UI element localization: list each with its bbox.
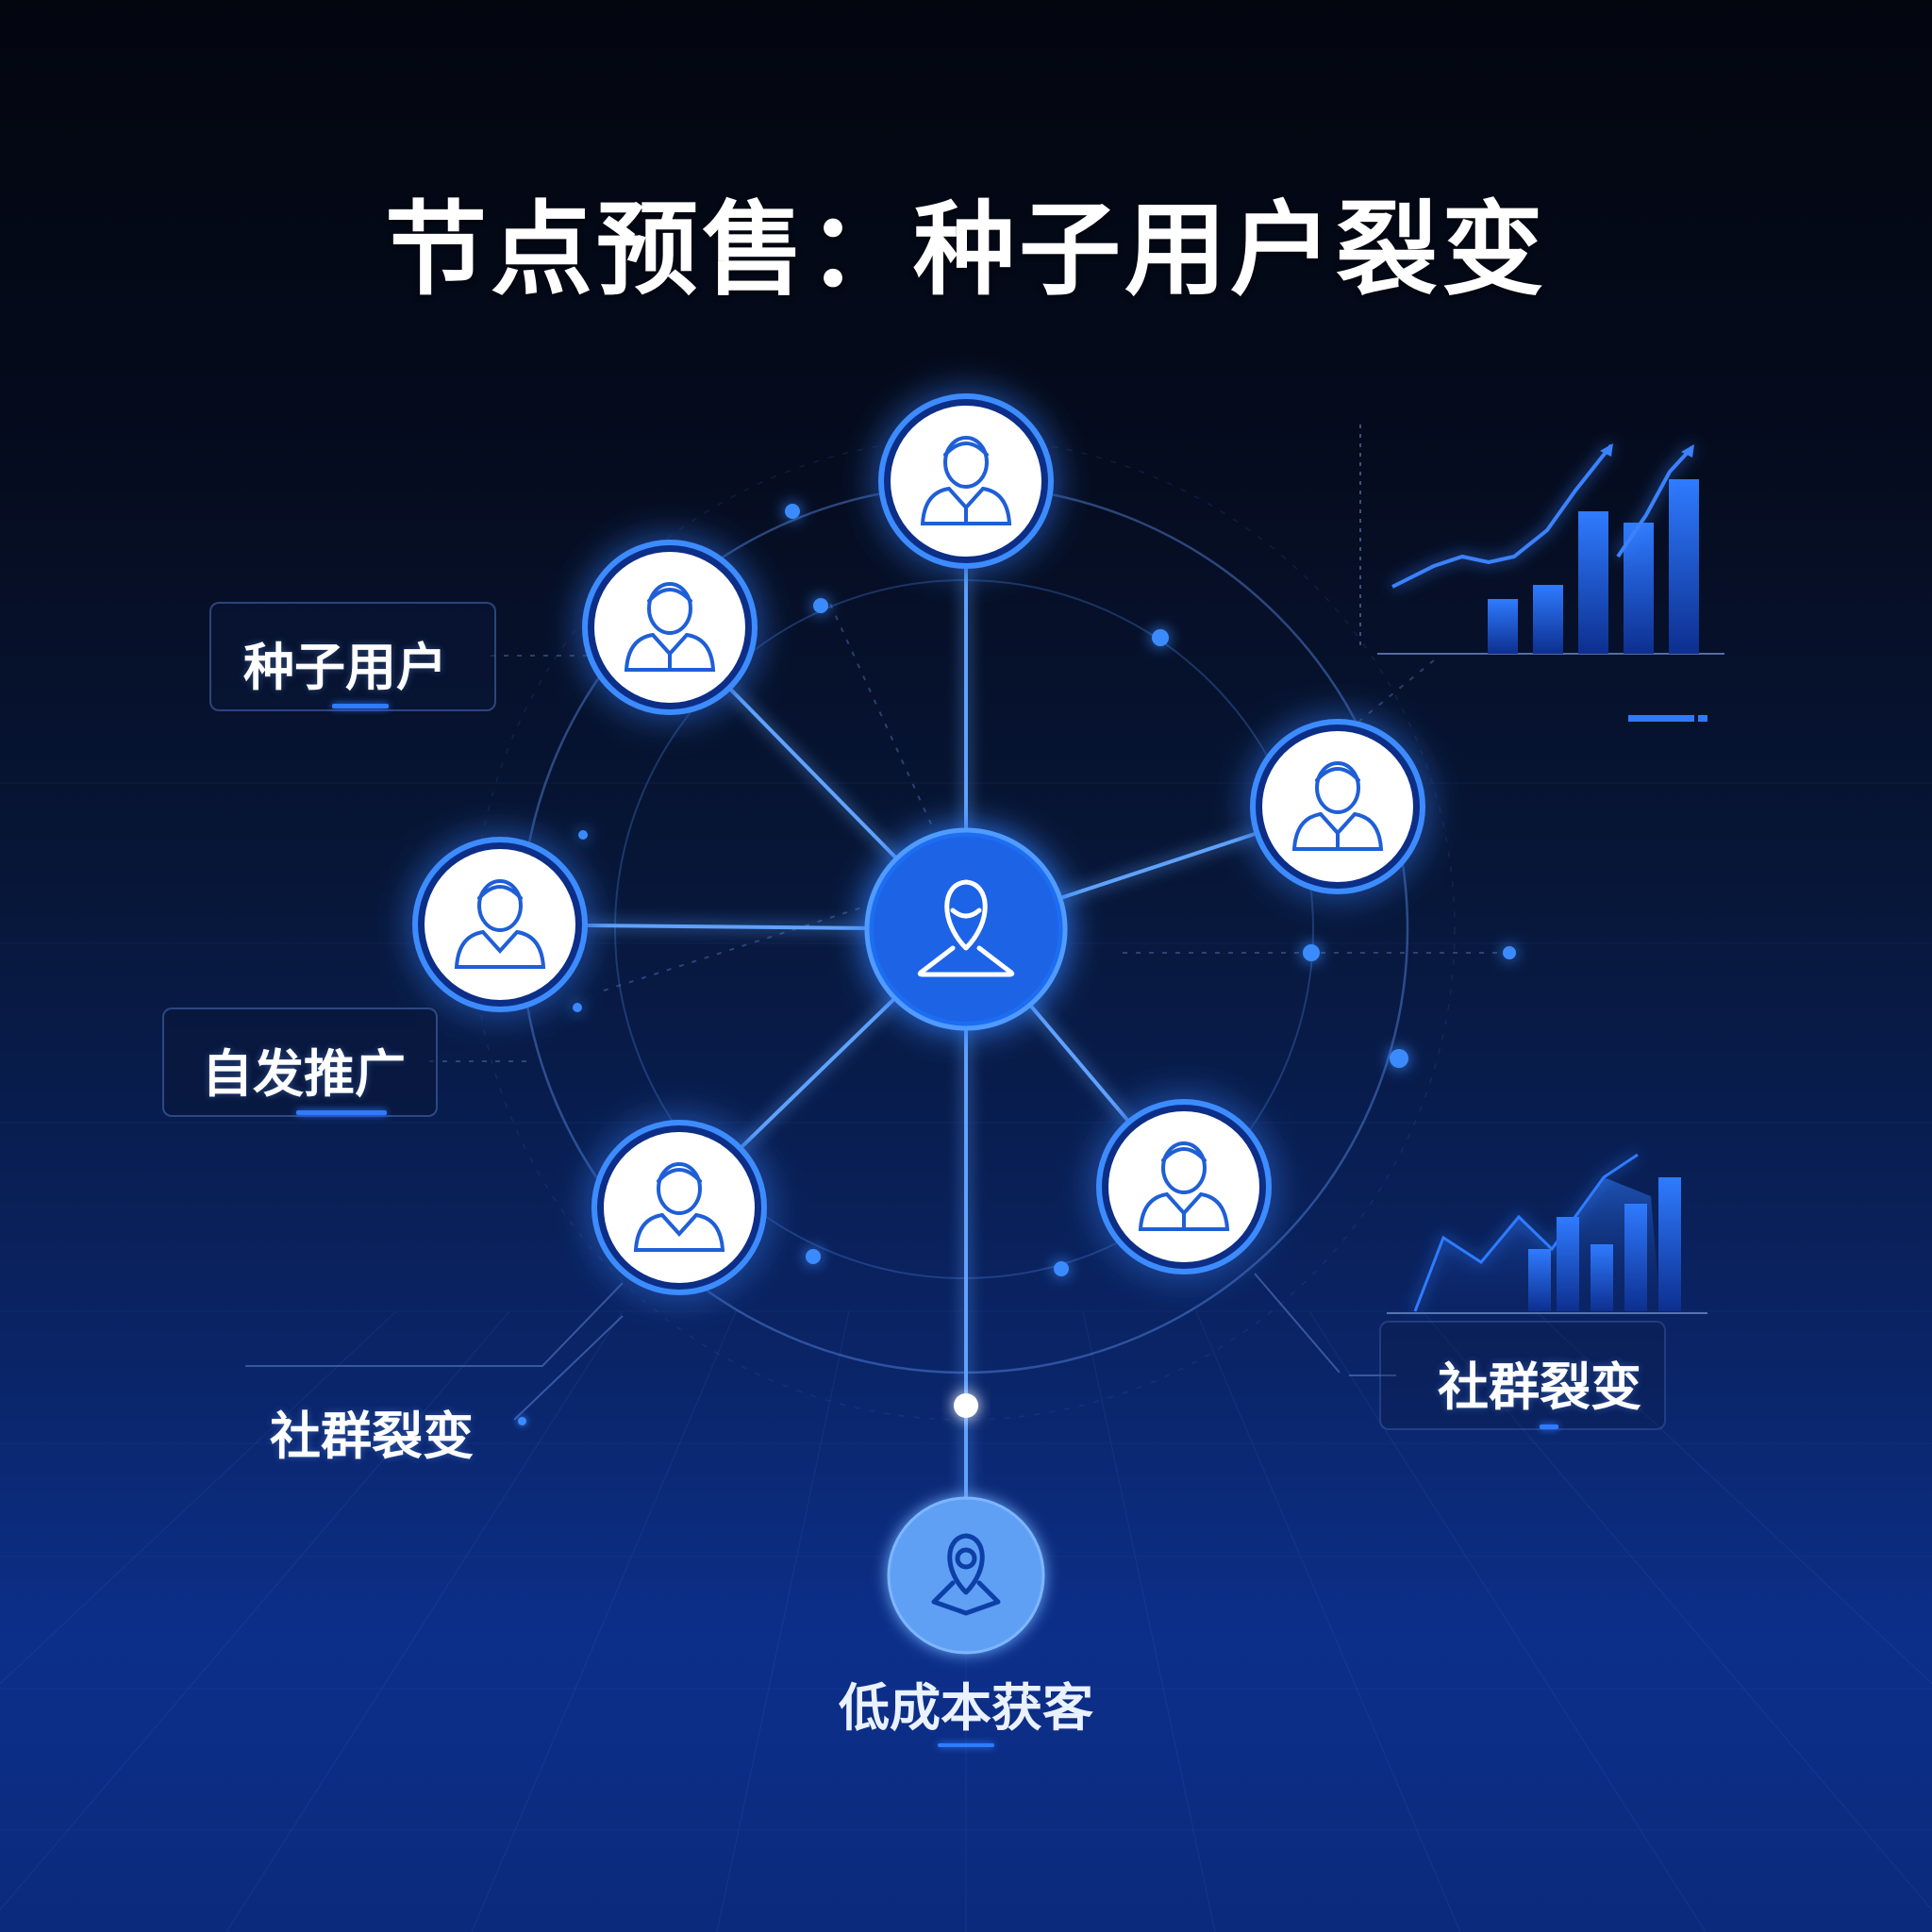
seed-users-underline xyxy=(332,704,389,708)
bar xyxy=(1669,479,1699,654)
community-fission-left-dot xyxy=(518,1417,526,1425)
bar xyxy=(1578,511,1608,654)
node-top xyxy=(878,393,1054,569)
junction-dot xyxy=(954,1393,978,1418)
node-left xyxy=(412,837,588,1012)
seed-users-label: 种子用户 xyxy=(243,638,447,697)
user-location-icon xyxy=(917,879,1015,977)
seed-users-label-box xyxy=(209,602,496,711)
leader-lines xyxy=(245,1273,1396,1421)
community-fission-right-underline xyxy=(1540,1424,1558,1429)
growth-chart-top xyxy=(1359,425,1724,722)
page-title: 节点预售：种子用户裂变 xyxy=(384,192,1547,309)
node-lower-right xyxy=(1096,1099,1272,1274)
node-lower-left xyxy=(591,1120,767,1295)
location-pin-icon xyxy=(931,1533,1001,1616)
bar xyxy=(1624,1204,1647,1311)
center-node xyxy=(864,827,1068,1031)
community-fission-right-label: 社群裂变 xyxy=(1438,1357,1641,1417)
bar xyxy=(1624,523,1654,654)
node-right xyxy=(1250,719,1425,894)
growth-chart-bottom xyxy=(1387,1153,1707,1314)
user-icon xyxy=(624,582,716,672)
node-upper-left xyxy=(582,540,758,715)
self-promotion-label: 自发推广 xyxy=(202,1044,406,1104)
orbit-dots xyxy=(573,504,1516,1276)
community-fission-right-label-box xyxy=(1379,1321,1666,1430)
low-cost-acquisition-label: 低成本获客 xyxy=(839,1678,1093,1738)
bar xyxy=(1533,585,1563,654)
user-icon xyxy=(1291,761,1384,851)
user-icon xyxy=(920,436,1012,525)
low-cost-acquisition-underline xyxy=(938,1743,994,1747)
bar xyxy=(1528,1249,1551,1311)
community-fission-left-label: 社群裂变 xyxy=(270,1407,474,1466)
spokes xyxy=(499,557,1339,1585)
self-promotion-label-box xyxy=(162,1008,438,1117)
user-icon xyxy=(1138,1141,1230,1231)
bar xyxy=(1591,1244,1613,1311)
bar xyxy=(1557,1217,1579,1311)
user-icon xyxy=(454,879,546,969)
bar xyxy=(1658,1177,1681,1311)
user-icon xyxy=(633,1162,725,1252)
self-promotion-underline xyxy=(296,1110,387,1115)
bar xyxy=(1488,599,1518,654)
bottom-node xyxy=(887,1496,1045,1655)
user-nodes xyxy=(412,393,1425,1295)
